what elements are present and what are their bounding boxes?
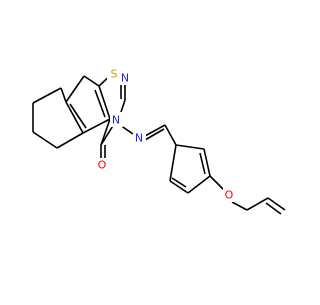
bond — [82, 118, 111, 134]
sulfur-atom-label: S — [107, 67, 120, 81]
bond — [65, 75, 85, 103]
svg-text:S: S — [111, 68, 118, 81]
bond — [169, 180, 189, 194]
bond — [94, 89, 106, 118]
bond — [171, 177, 187, 188]
ether-oxygen-label: O — [223, 188, 236, 202]
bond — [120, 99, 126, 113]
bond — [231, 201, 248, 211]
svg-text:N: N — [112, 114, 120, 127]
bond — [56, 132, 84, 149]
pyrimidine-nitrogen-label: N — [119, 71, 132, 85]
bond — [100, 118, 111, 146]
svg-text:O: O — [98, 159, 107, 172]
ring-nitrogen-label: N — [110, 113, 123, 127]
bond — [169, 144, 177, 182]
bond — [100, 123, 115, 146]
bond — [60, 87, 67, 103]
imine-nitrogen-label: N — [133, 131, 146, 145]
svg-text:N: N — [121, 72, 129, 85]
bond — [32, 87, 62, 104]
bond — [265, 202, 282, 215]
bond — [187, 175, 211, 194]
bond — [209, 175, 225, 191]
structure-diagram: S N N N O O — [32, 67, 286, 215]
bond — [83, 75, 100, 87]
bond-layer — [32, 71, 286, 215]
svg-text:N: N — [135, 132, 143, 145]
bond — [246, 197, 269, 211]
atom-label-layer: S N N N O O — [96, 67, 236, 202]
bond — [203, 148, 211, 177]
carbonyl-oxygen-label: O — [96, 158, 109, 172]
bond — [32, 131, 58, 149]
bond — [65, 101, 84, 134]
bond — [267, 197, 286, 211]
bond — [164, 124, 177, 146]
bond — [199, 152, 206, 175]
bond — [69, 103, 87, 129]
bond — [144, 124, 166, 137]
molecule-canvas: S N N N O O — [32, 67, 286, 215]
bond — [98, 85, 111, 120]
bond — [175, 144, 205, 150]
bond — [144, 128, 165, 141]
svg-text:O: O — [225, 189, 234, 202]
